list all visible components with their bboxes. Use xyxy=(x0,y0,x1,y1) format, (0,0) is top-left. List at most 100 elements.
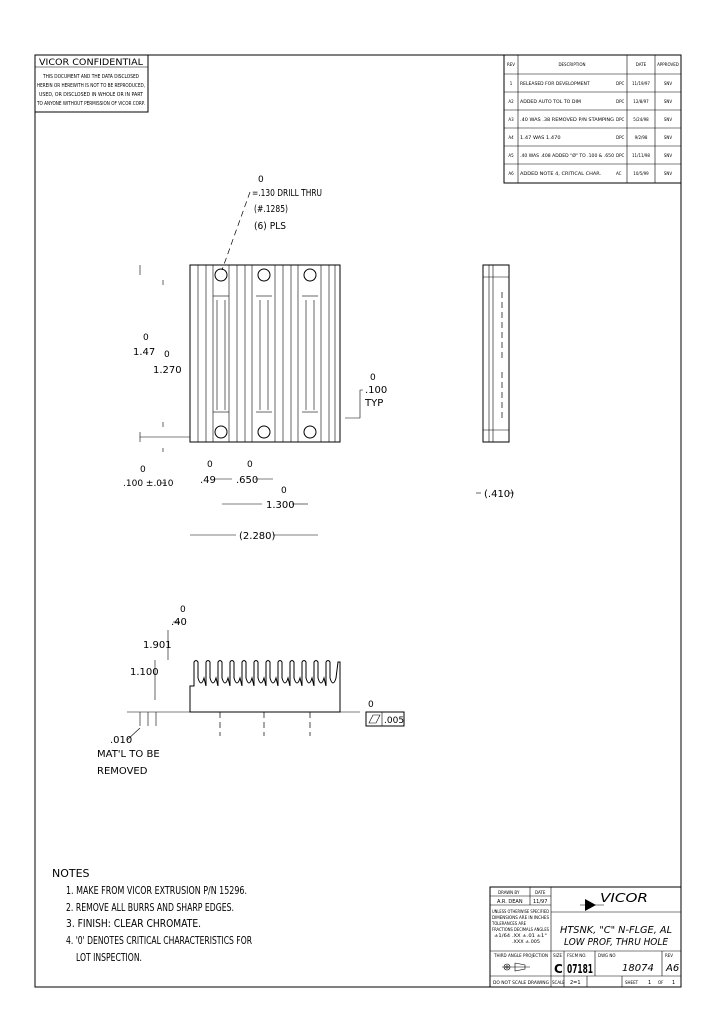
revision-by: AC xyxy=(616,171,622,176)
projection-label: THIRD ANGLE PROJECTION xyxy=(493,953,548,958)
do-not-scale: DO NOT SCALE DRAWING xyxy=(493,980,549,985)
confidential-box: VICOR CONFIDENTIAL THIS DOCUMENT AND THE… xyxy=(34,54,149,113)
critical-marker: 0 xyxy=(143,333,149,343)
critical-marker: 0 xyxy=(207,460,213,470)
dim-1-47: 1.47 xyxy=(133,347,155,358)
side-view: (.410) xyxy=(476,264,514,500)
sheet-border xyxy=(34,54,682,988)
end-view: 0 .40 1.901 1.100 .010 0 .005 MAT'L TO B… xyxy=(97,605,405,777)
revision-date: 9/2/98 xyxy=(635,135,648,140)
of-label: OF xyxy=(658,980,664,985)
scale-value: 2=1 xyxy=(570,980,581,986)
dim-410: (.410) xyxy=(484,489,514,500)
dim-49: .49 xyxy=(200,475,216,486)
tolerance-line: ±1/64 .XX ±.01 ±1° xyxy=(494,933,547,938)
critical-marker: 0 xyxy=(180,605,186,615)
dim-1-100: 1.100 xyxy=(130,667,159,678)
critical-marker: 0 xyxy=(281,486,287,496)
revision-rev: A6 xyxy=(508,171,514,176)
flatness-frame xyxy=(365,711,405,727)
note-item: 1. MAKE FROM VICOR EXTRUSION P/N 15296. xyxy=(66,884,247,897)
dim-1-270: 1.270 xyxy=(153,365,182,376)
tolerance-line: TOLERANCES ARE xyxy=(491,921,526,926)
revision-date: 11/11/98 xyxy=(632,153,650,158)
critical-marker: 0 xyxy=(140,465,146,475)
front-view-dimensions: 0 1.47 0 1.270 0 .100 TYP 0 .100 ±.010 0… xyxy=(123,333,387,542)
revision-description: RELEASED FOR DEVELOPMENT xyxy=(520,81,590,86)
revision-header-approved: APPROVED xyxy=(657,62,679,67)
revision-rev: A5 xyxy=(508,153,514,158)
tolerance-line: .XXX ±.005 xyxy=(512,939,541,944)
drill-critical-marker: 0 xyxy=(258,175,264,185)
confidential-line: THIS DOCUMENT AND THE DATA DISCLOSED xyxy=(42,74,139,80)
critical-marker: 0 xyxy=(368,700,374,710)
sheet-value: 1 xyxy=(648,980,651,986)
dim-2-280: (2.280) xyxy=(239,531,276,542)
revision-header-rev: REV xyxy=(507,62,515,67)
revision-rev: A3 xyxy=(508,117,514,122)
revision-description: 1.47 WAS 1.470 xyxy=(520,135,561,140)
revision-date: 10/5/99 xyxy=(633,171,649,176)
revision-rev: A4 xyxy=(508,135,514,140)
revision-approved: SNV xyxy=(664,135,673,140)
revision-date: 5/24/98 xyxy=(633,117,649,122)
third-angle-projection-icon xyxy=(502,962,530,972)
scale-label: SCALE xyxy=(552,980,565,985)
drill-note-line: (#.1285) xyxy=(254,204,288,215)
critical-marker: 0 xyxy=(164,350,170,360)
revision-header-description: DESCRIPTION xyxy=(558,62,585,67)
revision-by: DPC xyxy=(616,117,624,122)
removed-note-line: MAT'L TO BE xyxy=(97,749,160,760)
revision-description: ADDED NOTE 4, CRITICAL CHAR. xyxy=(520,171,601,176)
confidential-line: USED, OR DISCLOSED IN WHOLE OR IN PART xyxy=(39,92,144,98)
drawing-title-line1: HTSNK, "C" N-FLGE, AL xyxy=(560,925,672,936)
revision-approved: SNV xyxy=(664,81,673,86)
note-item: 2. REMOVE ALL BURRS AND SHARP EDGES. xyxy=(66,901,234,914)
drawing-title-line2: LOW PROF, THRU HOLE xyxy=(564,937,669,948)
revision-approved: SNV xyxy=(664,117,673,122)
revision-approved: SNV xyxy=(664,99,673,104)
fscm-value: 07181 xyxy=(567,962,593,976)
flatness-value: .005 xyxy=(384,716,404,726)
confidential-line: TO ANYONE WITHOUT PERMISSION OF VICOR CO… xyxy=(36,101,145,107)
revision-by: DPC xyxy=(616,99,624,104)
dim-1-300: 1.300 xyxy=(266,500,295,511)
drill-note-line: (6) PLS xyxy=(254,221,286,232)
revision-description: .40 WAS .408 ADDED "Ø" TO .100 & .650 xyxy=(520,153,615,158)
dim-100-tol: .100 ±.010 xyxy=(123,479,174,489)
revision-description: ADDED AUTO TOL TO DIM xyxy=(520,99,582,104)
front-view xyxy=(139,264,341,452)
note-item: 3. FINISH: CLEAR CHROMATE. xyxy=(66,917,201,930)
drill-note-line: =.130 DRILL THRU xyxy=(252,188,322,199)
revision-by: DPC xyxy=(616,135,624,140)
note-item: LOT INSPECTION. xyxy=(76,951,142,964)
dim-typ: TYP xyxy=(364,398,383,409)
of-value: 1 xyxy=(672,980,675,986)
revision-by: DPC xyxy=(616,81,624,86)
dim-100-typ: .100 xyxy=(365,385,387,396)
drill-callout: 0 =.130 DRILL THRU (#.1285) (6) PLS xyxy=(221,175,322,271)
confidential-line: HEREIN OR HEREWITH IS NOT TO BE REPRODUC… xyxy=(37,83,145,89)
dim-40: .40 xyxy=(171,617,187,628)
dim-650: .650 xyxy=(236,475,258,486)
tolerance-line: FRACTIONS DECIMALS ANGLES xyxy=(492,927,549,932)
title-block: DRAWN BY DATE A.R. DEAN 11/97 UNLESS OTH… xyxy=(489,886,682,988)
rev-label: REV xyxy=(665,953,673,958)
company-name: VICOR xyxy=(600,891,648,905)
dim-1-901: 1.901 xyxy=(143,640,172,651)
notes-heading: NOTES xyxy=(52,867,90,880)
rev-value: A6 xyxy=(665,963,679,974)
sheet-label: SHEET xyxy=(625,980,639,985)
revision-header-date: DATE xyxy=(636,62,647,67)
size-value: C xyxy=(554,962,563,976)
revision-date: 12/8/97 xyxy=(633,99,649,104)
drawn-by-label: DRAWN BY xyxy=(498,890,520,895)
critical-marker: 0 xyxy=(247,460,253,470)
critical-marker: 0 xyxy=(370,373,376,383)
tolerance-line: DIMENSIONS ARE IN INCHES xyxy=(492,915,549,920)
size-label: SIZE xyxy=(553,953,562,958)
revision-approved: SNV xyxy=(664,171,673,176)
revision-by: DPC xyxy=(616,153,624,158)
removed-note-line: REMOVED xyxy=(97,766,148,777)
